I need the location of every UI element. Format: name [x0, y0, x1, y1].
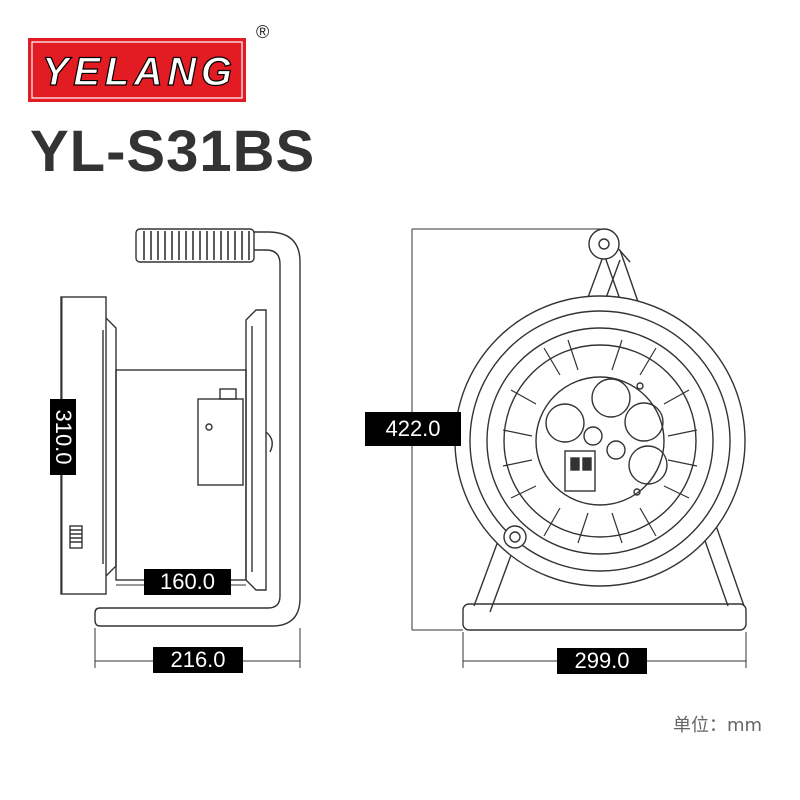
flange-ribs [502, 339, 698, 544]
indicator-light [583, 426, 603, 446]
dim-overall-depth: 216.0 [153, 647, 243, 673]
unit-label: 单位：mm [673, 715, 763, 736]
side-view [60, 228, 301, 627]
brand-logo: YELANG [28, 38, 246, 102]
grip-ribs [143, 231, 250, 260]
registered-mark: ® [256, 22, 270, 42]
dim-overall-width: 299.0 [557, 648, 647, 674]
dim-flange-height: 310.0 [50, 399, 76, 475]
dim-drum-width: 160.0 [144, 569, 231, 595]
brand-logo-text: YELANG [42, 50, 232, 94]
top-pivot [588, 228, 620, 260]
front-frame-base [462, 603, 747, 631]
model-title: YL-S31BS [30, 119, 316, 184]
handle-grip [135, 228, 255, 263]
breaker-switch [564, 450, 596, 492]
side-socket-box [197, 398, 244, 486]
right-flange [245, 309, 267, 591]
side-frame-tube [94, 231, 301, 627]
dim-overall-height: 422.0 [365, 412, 461, 446]
cable-gland [69, 525, 83, 549]
winding-knob [503, 525, 527, 549]
front-view [454, 228, 747, 631]
socket-outlet [545, 378, 668, 485]
